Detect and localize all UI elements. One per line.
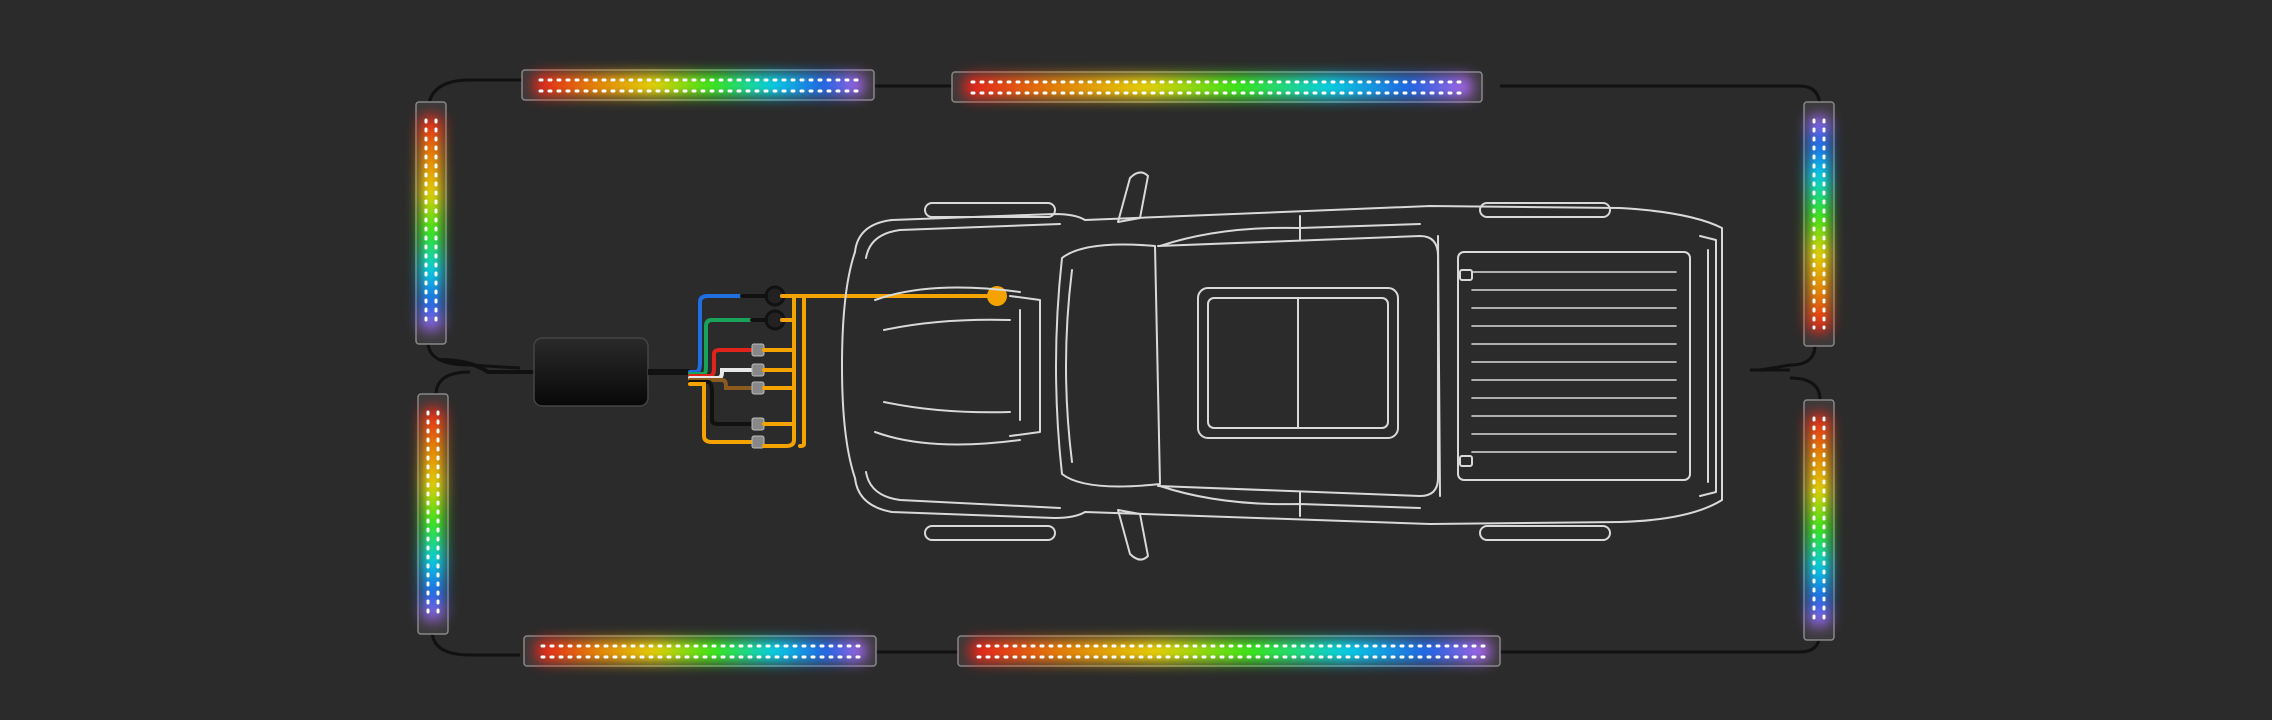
control-box xyxy=(439,337,690,407)
strip-bottom-right xyxy=(957,635,1501,667)
strip-top-right xyxy=(951,71,1483,103)
strip-left-lower xyxy=(417,393,449,635)
pickup-truck-top-view xyxy=(841,171,1723,561)
strip-top-left xyxy=(521,69,875,101)
strip-right-upper xyxy=(1803,101,1835,347)
wiring-harness xyxy=(688,285,1007,449)
strip-bottom-left xyxy=(523,635,877,667)
strip-right-lower xyxy=(1803,399,1835,641)
strip-left-upper xyxy=(415,101,447,345)
